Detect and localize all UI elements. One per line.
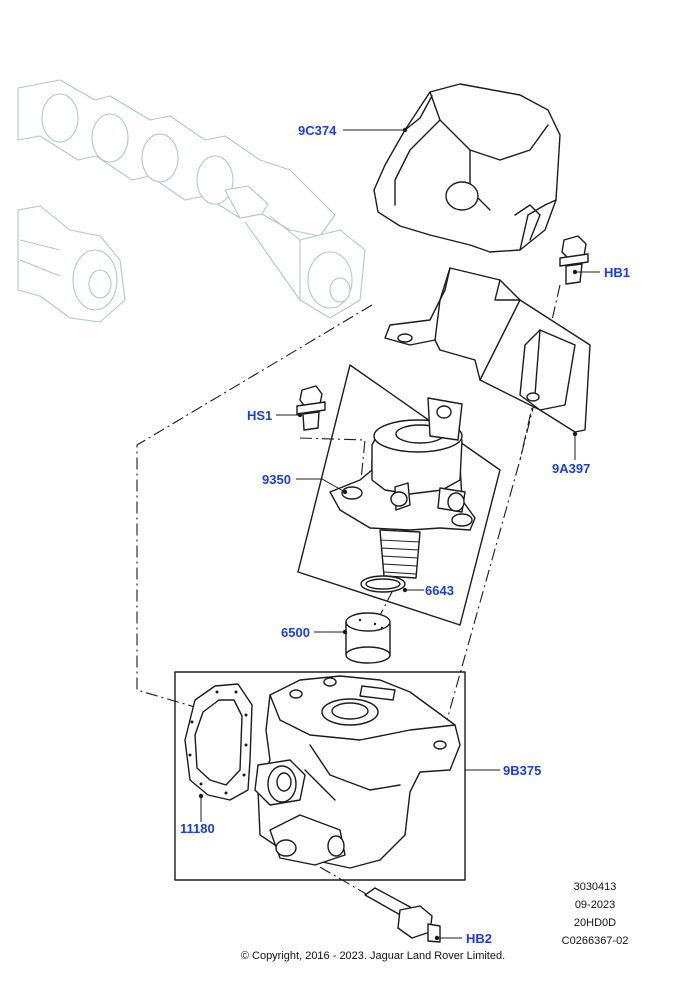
copyright-notice: © Copyright, 2016 - 2023. Jaguar Land Ro… [240, 950, 506, 962]
callout-hb2[interactable]: HB2 [466, 931, 493, 946]
callout-6500[interactable]: 6500 [281, 625, 310, 640]
callout-hb1[interactable]: HB1 [604, 265, 631, 280]
callout-9b375[interactable]: 9B375 [503, 763, 542, 778]
callout-9c374[interactable]: 9C374 [298, 123, 337, 138]
bracket-9a397[interactable] [384, 267, 591, 433]
meta-date: 09-2023 [574, 899, 616, 911]
gasket-11180[interactable] [184, 683, 253, 801]
camshaft-ghost-lower [17, 205, 126, 323]
bolt-hb1[interactable] [559, 235, 589, 285]
housing-group-frame [174, 671, 466, 881]
bolt-hb2[interactable] [364, 887, 441, 943]
meta-model-code: 20HD0D [573, 917, 617, 929]
follower-6500[interactable] [345, 612, 391, 664]
bolt-hs1[interactable] [296, 385, 326, 431]
o-ring-6643[interactable] [360, 575, 406, 593]
callout-6643[interactable]: 6643 [425, 583, 454, 598]
pump-cover-9c374[interactable] [373, 83, 561, 253]
callout-hs1[interactable]: HS1 [247, 408, 273, 423]
callout-9350[interactable]: 9350 [262, 472, 291, 487]
meta-code: 3030413 [573, 881, 617, 893]
camshaft-ghost-upper [17, 79, 366, 319]
pump-housing-9b375[interactable] [254, 675, 461, 869]
meta-illustration-id: C0266367-02 [561, 935, 629, 947]
fuel-pump-9350[interactable] [329, 397, 476, 579]
callout-9a397[interactable]: 9A397 [552, 461, 591, 476]
callout-leaders [198, 127, 600, 941]
callout-11180[interactable]: 11180 [180, 821, 215, 836]
